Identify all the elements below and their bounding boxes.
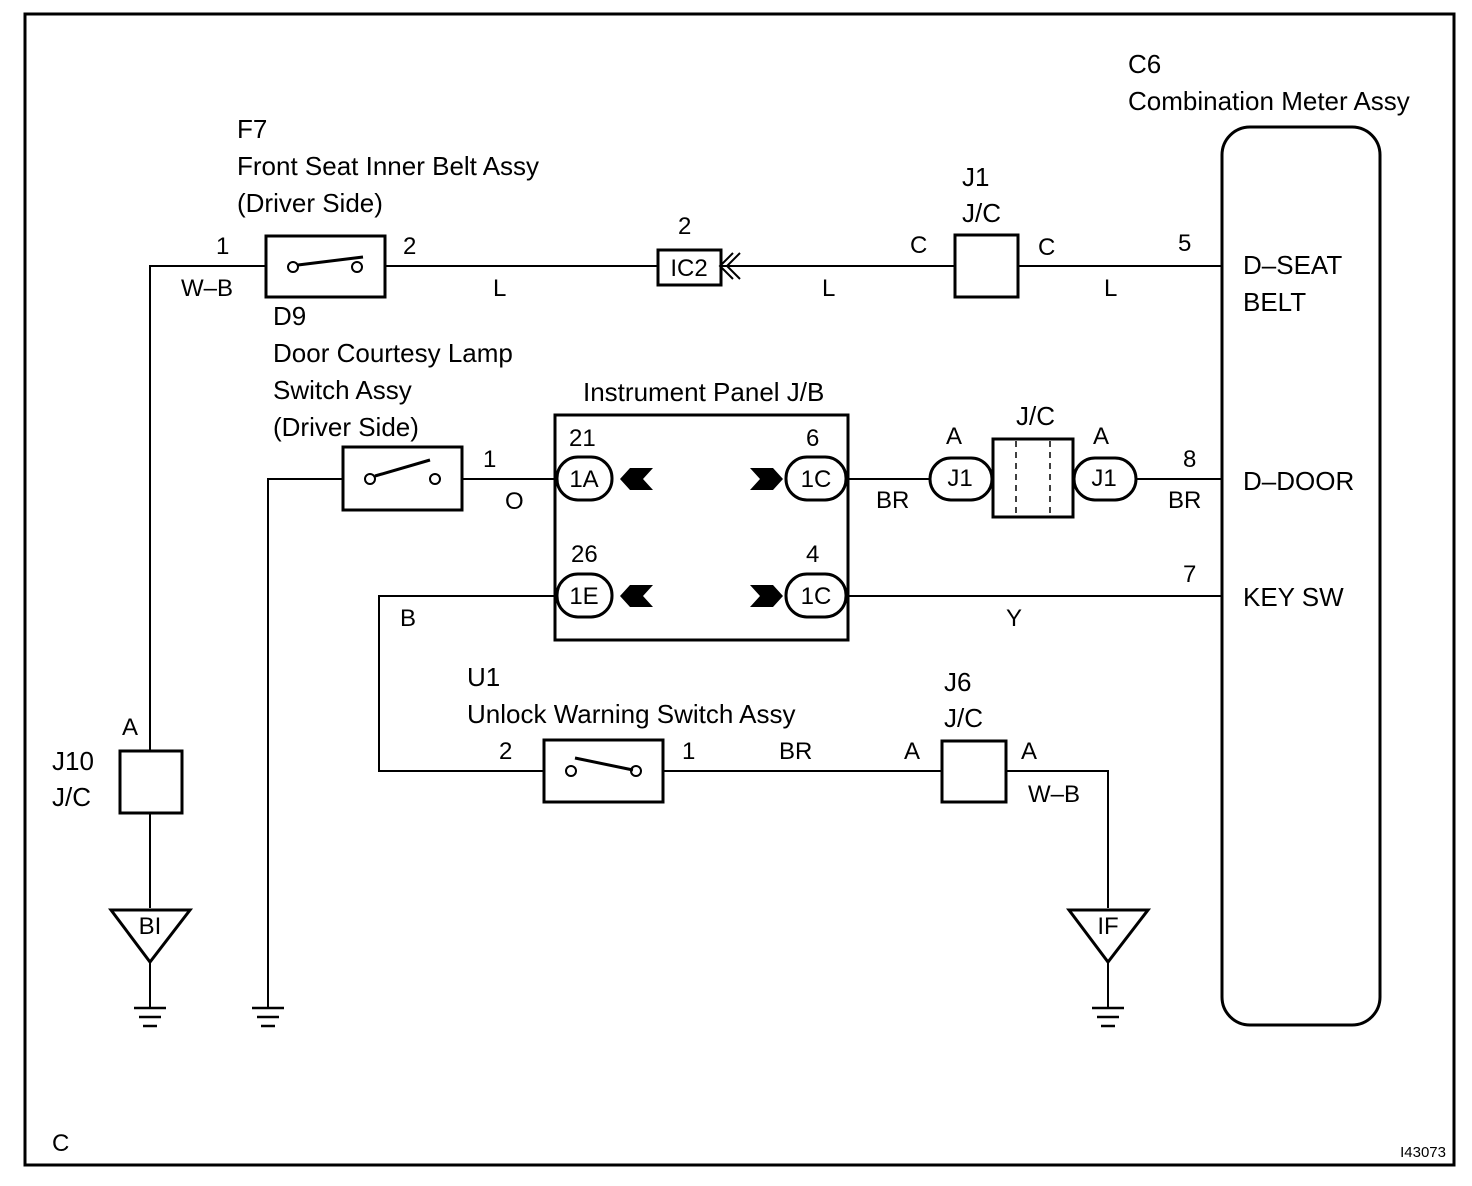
c6-terminal-keysw: KEY SW (1243, 582, 1344, 612)
ground-bi-label: BI (139, 913, 162, 940)
pin-1a-21: 21 (569, 425, 596, 452)
junction-pin-letters: C C A A A A A (122, 232, 1109, 765)
jc-pin-j1-right: C (1038, 234, 1055, 261)
d9-name-line2: Switch Assy (273, 375, 412, 405)
j1-mid-junction (928, 437, 1138, 519)
diagram-frame (23, 12, 1456, 1167)
wire-wb-j6: W–B (1028, 781, 1080, 808)
ipjb-name: Instrument Panel J/B (583, 377, 824, 407)
j1-top-junction (953, 233, 1020, 299)
wire-br-1: BR (876, 487, 909, 514)
j6-code: J6 (944, 667, 971, 697)
earth-symbol-left (134, 1006, 166, 1028)
f7-code: F7 (237, 114, 267, 144)
wire-l-1: L (493, 275, 506, 302)
jc-pin-mid-left: A (946, 423, 962, 450)
jc-pin-j10: A (122, 714, 138, 741)
d9-door-courtesy-switch (341, 445, 464, 512)
wire-o: O (505, 488, 524, 515)
pin-ic2: 2 (678, 213, 691, 240)
f7-side: (Driver Side) (237, 188, 383, 218)
c6-code: C6 (1128, 49, 1161, 79)
figure-id: I43073 (1400, 1144, 1446, 1161)
wire-l-2: L (822, 275, 835, 302)
ic2-label: IC2 (670, 255, 707, 282)
c6-terminal-ddoor: D–DOOR (1243, 466, 1354, 496)
conn-1e: 1E (569, 583, 598, 610)
jc-pin-j6-left: A (904, 738, 920, 765)
earth-symbol-d9 (252, 1006, 284, 1028)
ground-if-label: IF (1097, 913, 1118, 940)
wire-y: Y (1006, 605, 1022, 632)
f7-seat-belt-switch (264, 234, 387, 299)
pin-f7-1: 1 (216, 233, 229, 260)
j10-code: J10 (52, 746, 94, 776)
c6-terminal-dseat: D–SEAT (1243, 250, 1342, 280)
pin-c6-7: 7 (1183, 561, 1196, 588)
earth-symbol-right (1092, 1006, 1124, 1028)
connector-arrowheads (620, 468, 783, 607)
c6-name: Combination Meter Assy (1128, 86, 1410, 116)
ground-if-triangle (1066, 908, 1152, 965)
ground-bi-triangle (108, 908, 194, 965)
j1-top-type: J/C (962, 198, 1001, 228)
f7-name: Front Seat Inner Belt Assy (237, 151, 539, 181)
wire-l-3: L (1104, 275, 1117, 302)
jc-pin-mid-right: A (1093, 423, 1109, 450)
wire-b: B (400, 605, 416, 632)
j6-type: J/C (944, 703, 983, 733)
corner-label: C (52, 1130, 69, 1157)
j10-junction (118, 749, 184, 815)
j1-mid-conn-left: J1 (947, 465, 972, 492)
pin-1c-4: 4 (806, 541, 819, 568)
conn-1c-lower: 1C (801, 583, 832, 610)
pin-1e-26: 26 (571, 541, 598, 568)
pin-f7-2: 2 (403, 233, 416, 260)
pin-d9-1: 1 (483, 446, 496, 473)
pin-numbers: 1 2 2 5 1 21 6 8 26 4 7 2 1 (216, 213, 1196, 765)
conn-1c-upper: 1C (801, 466, 832, 493)
wire-br-2: BR (1168, 487, 1201, 514)
j6-junction (940, 739, 1008, 804)
jc-pin-j6-right: A (1021, 738, 1037, 765)
pin-u1-2: 2 (499, 738, 512, 765)
j10-type: J/C (52, 782, 91, 812)
conn-1a: 1A (569, 466, 598, 493)
wire-br-3: BR (779, 738, 812, 765)
u1-code: U1 (467, 662, 500, 692)
pin-c6-5: 5 (1178, 230, 1191, 257)
u1-name: Unlock Warning Switch Assy (467, 699, 795, 729)
ipjb-pill-connectors (555, 455, 848, 619)
pin-c6-8: 8 (1183, 446, 1196, 473)
jc-pin-j1-left: C (910, 232, 927, 259)
pin-1c-6: 6 (806, 425, 819, 452)
d9-side: (Driver Side) (273, 412, 419, 442)
wire-color-codes: W–B L L L O BR BR B Y BR W–B (181, 275, 1201, 808)
combination-meter-body (1220, 125, 1382, 1027)
d9-name-line1: Door Courtesy Lamp (273, 338, 513, 368)
d9-code: D9 (273, 301, 306, 331)
j1-mid-type: J/C (1016, 401, 1055, 431)
j1-top-code: J1 (962, 162, 989, 192)
u1-unlock-warning-switch (542, 738, 665, 804)
ic2-connector (656, 248, 741, 287)
pin-u1-1: 1 (682, 738, 695, 765)
j1-mid-conn-right: J1 (1091, 465, 1116, 492)
wire-wb-f7: W–B (181, 275, 233, 302)
c6-terminal-belt: BELT (1243, 287, 1306, 317)
